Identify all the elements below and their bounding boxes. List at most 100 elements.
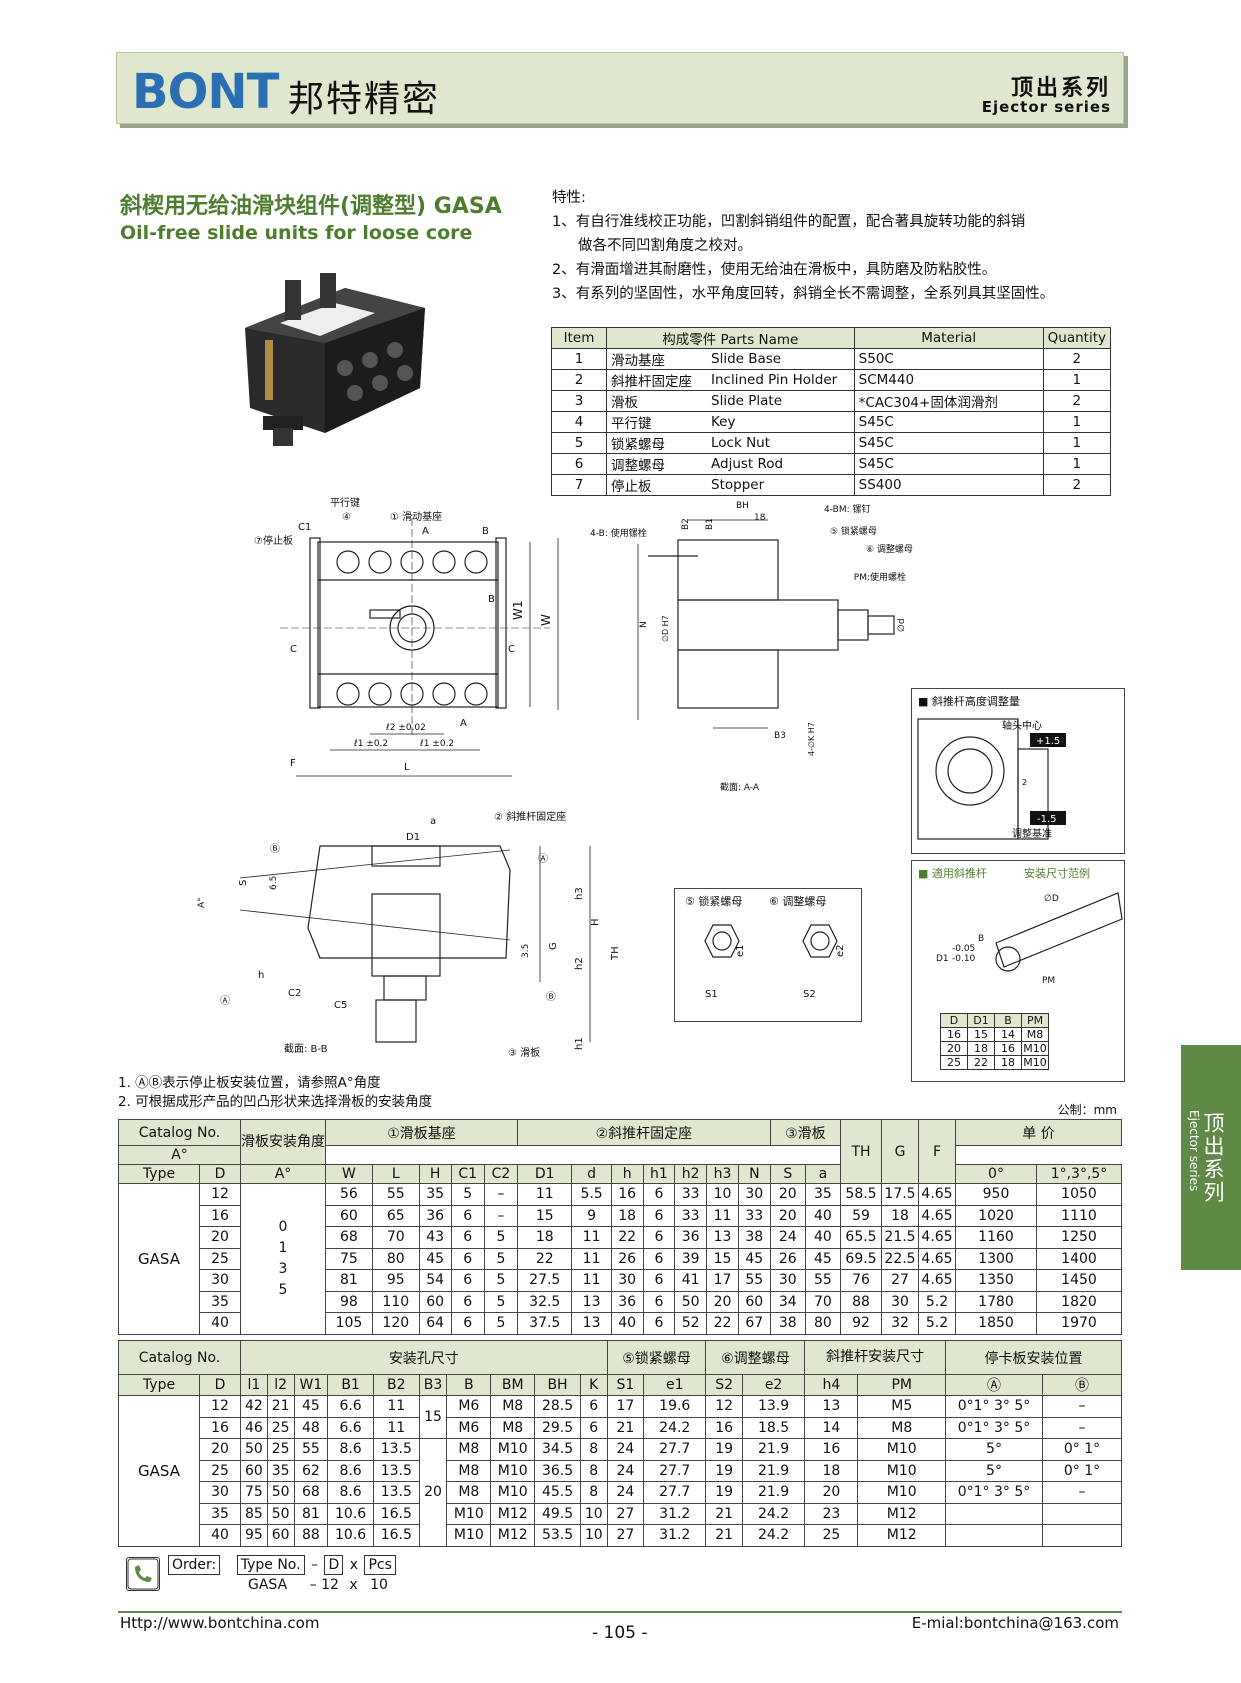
order-label: Order: bbox=[168, 1555, 221, 1575]
cell: 60 bbox=[325, 1204, 373, 1227]
cell: 18.5 bbox=[741, 1416, 806, 1439]
parts-header: 构成零件 Parts Name bbox=[606, 327, 855, 349]
footer-url[interactable]: Http://www.bontchina.com bbox=[120, 1614, 320, 1632]
cell: M10 bbox=[490, 1459, 536, 1482]
cell: 95 bbox=[371, 1269, 420, 1292]
b3-cell: 20 bbox=[418, 1438, 448, 1547]
cell: 70 bbox=[804, 1290, 842, 1313]
cell: 12 bbox=[199, 1183, 241, 1206]
top-view-drawing: 平行键 ④ ① 滑动基座 ⑦停止板 C1 A B B C C W1 W ℓ2 ±… bbox=[254, 496, 559, 777]
label-pm: PM bbox=[1042, 976, 1055, 986]
cell: 14 bbox=[804, 1416, 859, 1439]
cell: 40 bbox=[199, 1312, 241, 1335]
cell: M5 bbox=[857, 1395, 946, 1418]
label-b-mark: Ⓑ bbox=[270, 843, 280, 855]
cell: M10 bbox=[857, 1481, 946, 1504]
cell: 15 bbox=[967, 1027, 995, 1042]
h-sub: e2 bbox=[741, 1374, 806, 1396]
label-e1: e1 bbox=[735, 944, 746, 957]
h-sub: B bbox=[446, 1374, 492, 1396]
h-pin: 斜推杆安装尺寸 bbox=[804, 1340, 946, 1375]
cell: 34.5 bbox=[534, 1438, 581, 1461]
cell: M10 bbox=[1021, 1055, 1049, 1070]
cell: 38 bbox=[737, 1226, 771, 1249]
label-dh: ∅D H7 bbox=[661, 615, 670, 642]
cell: 16 bbox=[804, 1438, 859, 1461]
cell: 49.5 bbox=[534, 1502, 581, 1525]
cell: 29.5 bbox=[534, 1416, 581, 1439]
cell: 1 bbox=[551, 348, 607, 370]
cell: 2 bbox=[1042, 474, 1112, 496]
h-sub: e1 bbox=[643, 1374, 707, 1396]
cell: 4.65 bbox=[918, 1204, 956, 1227]
cell: 1400 bbox=[1036, 1247, 1122, 1270]
cell: 13 bbox=[804, 1395, 859, 1418]
label-e2: e2 bbox=[835, 944, 846, 957]
adjust-drawing: 轴头中心 +1.5 -1.5 调整基准 2 bbox=[917, 718, 1066, 840]
cell: – bbox=[1042, 1395, 1122, 1418]
cell: 4.65 bbox=[918, 1226, 956, 1249]
cell: 98 bbox=[325, 1290, 373, 1313]
cell: 30 bbox=[769, 1269, 806, 1292]
h-price: 单 价 bbox=[955, 1119, 1122, 1146]
h-sub: W1 bbox=[293, 1374, 329, 1396]
cell: 56 bbox=[325, 1183, 373, 1206]
cell: 15 bbox=[517, 1204, 573, 1227]
cell: 27 bbox=[606, 1524, 645, 1547]
cell: 52 bbox=[674, 1312, 708, 1335]
cell: 38 bbox=[769, 1312, 806, 1335]
cell: 8 bbox=[579, 1459, 608, 1482]
cell: 25 bbox=[940, 1055, 968, 1070]
cell: 1250 bbox=[1036, 1226, 1122, 1249]
cell: 11 bbox=[372, 1395, 420, 1418]
cell: 16.5 bbox=[372, 1502, 420, 1525]
cell: 10 bbox=[706, 1183, 739, 1206]
note-item: 2. 可根据成形产品的凹凸形状来选择滑板的安装角度 bbox=[118, 1094, 433, 1110]
cell: 24.2 bbox=[741, 1502, 806, 1525]
h-sub: d bbox=[571, 1164, 612, 1184]
h-adjust: ⑥调整螺母 bbox=[705, 1340, 806, 1375]
cell: 6 bbox=[642, 1269, 676, 1292]
caption-section-bb: 截面: B-B bbox=[284, 1042, 328, 1055]
cell: 1350 bbox=[955, 1269, 1037, 1292]
cell: 0° 1° bbox=[1042, 1459, 1122, 1482]
h-sub: C1 bbox=[450, 1164, 485, 1184]
label-w: W bbox=[539, 614, 553, 626]
angle-value: 1 bbox=[278, 1239, 288, 1256]
page-number: - 105 - bbox=[592, 1623, 648, 1643]
cell: 60 bbox=[240, 1459, 268, 1482]
cell: 5 bbox=[483, 1226, 519, 1249]
header-banner bbox=[116, 52, 1124, 124]
cell: 11 bbox=[372, 1416, 420, 1439]
cell: 20 bbox=[706, 1290, 739, 1313]
cell: 6 bbox=[642, 1183, 676, 1206]
cell: 24 bbox=[606, 1459, 645, 1482]
cell: 25 bbox=[266, 1438, 295, 1461]
cell: 1970 bbox=[1036, 1312, 1122, 1335]
cell: 斜推杆固定座 bbox=[606, 369, 707, 391]
cell: 60 bbox=[418, 1290, 452, 1313]
cell: 1300 bbox=[955, 1247, 1037, 1270]
cell: 11 bbox=[706, 1204, 739, 1227]
footer-divider bbox=[118, 1611, 1122, 1613]
cell: 滑板 bbox=[606, 390, 707, 412]
cell: 31.2 bbox=[643, 1502, 707, 1525]
applicable-pin-box: ■ 適用斜推杆 安装尺寸范例 ∅D B -0.05 D1 -0.10 PM bbox=[911, 860, 1125, 1082]
cell: 65 bbox=[371, 1204, 420, 1227]
h-catalog: Catalog No. bbox=[118, 1119, 241, 1146]
cell: 13 bbox=[571, 1290, 612, 1313]
cell: – bbox=[1042, 1481, 1122, 1504]
feature-item: 3、有系列的坚固性，水平角度回转，斜销全长不需调整，全系列具其坚固性。 bbox=[552, 286, 1055, 302]
cell: 12 bbox=[705, 1395, 743, 1418]
cell: 37.5 bbox=[517, 1312, 573, 1335]
footer-email[interactable]: E-mial:bontchina@163.com bbox=[911, 1614, 1119, 1632]
cell: M8 bbox=[490, 1395, 536, 1418]
order-x: x bbox=[349, 1557, 359, 1573]
h-type: Type bbox=[118, 1164, 200, 1184]
cell: 16.5 bbox=[372, 1524, 420, 1547]
